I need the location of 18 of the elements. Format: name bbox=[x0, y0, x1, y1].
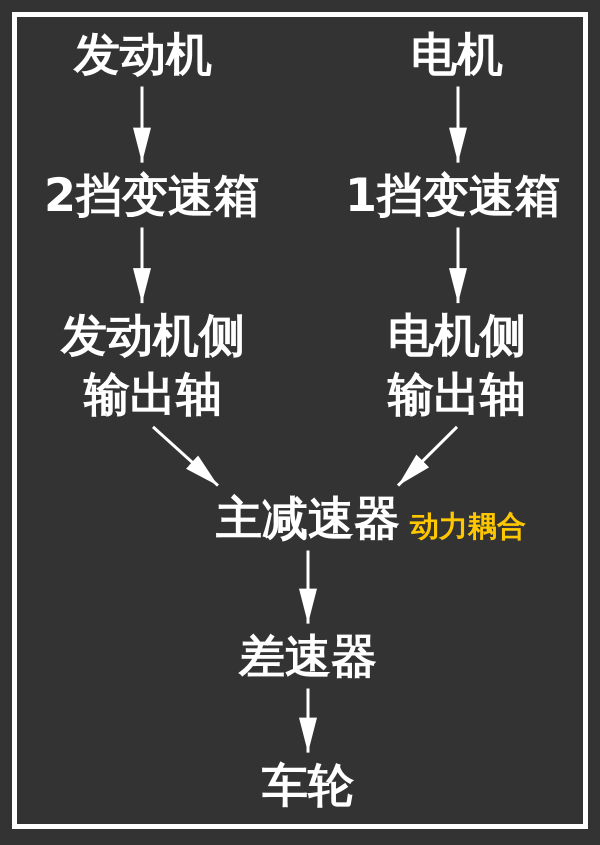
arrow bbox=[152, 426, 219, 487]
arrow bbox=[449, 227, 467, 304]
step-label: 发动机 bbox=[74, 24, 212, 84]
arrow bbox=[396, 426, 458, 487]
arrow bbox=[133, 86, 151, 163]
arrow bbox=[449, 86, 467, 163]
annotation-label: 动力耦合 bbox=[410, 508, 526, 544]
step-label: 2挡变速箱 bbox=[44, 166, 260, 224]
arrow bbox=[299, 688, 317, 753]
arrow bbox=[133, 227, 151, 304]
step-label: 1挡变速箱 bbox=[344, 166, 561, 224]
step-label: 车轮 bbox=[262, 756, 354, 814]
step-label: 主减速器 bbox=[216, 488, 400, 548]
step-label: 差速器 bbox=[239, 626, 377, 686]
step-label: 电机侧输出轴 bbox=[384, 306, 530, 424]
step-label: 电机 bbox=[411, 24, 503, 84]
arrow bbox=[299, 550, 317, 624]
step-label: 发动机侧输出轴 bbox=[58, 306, 248, 424]
